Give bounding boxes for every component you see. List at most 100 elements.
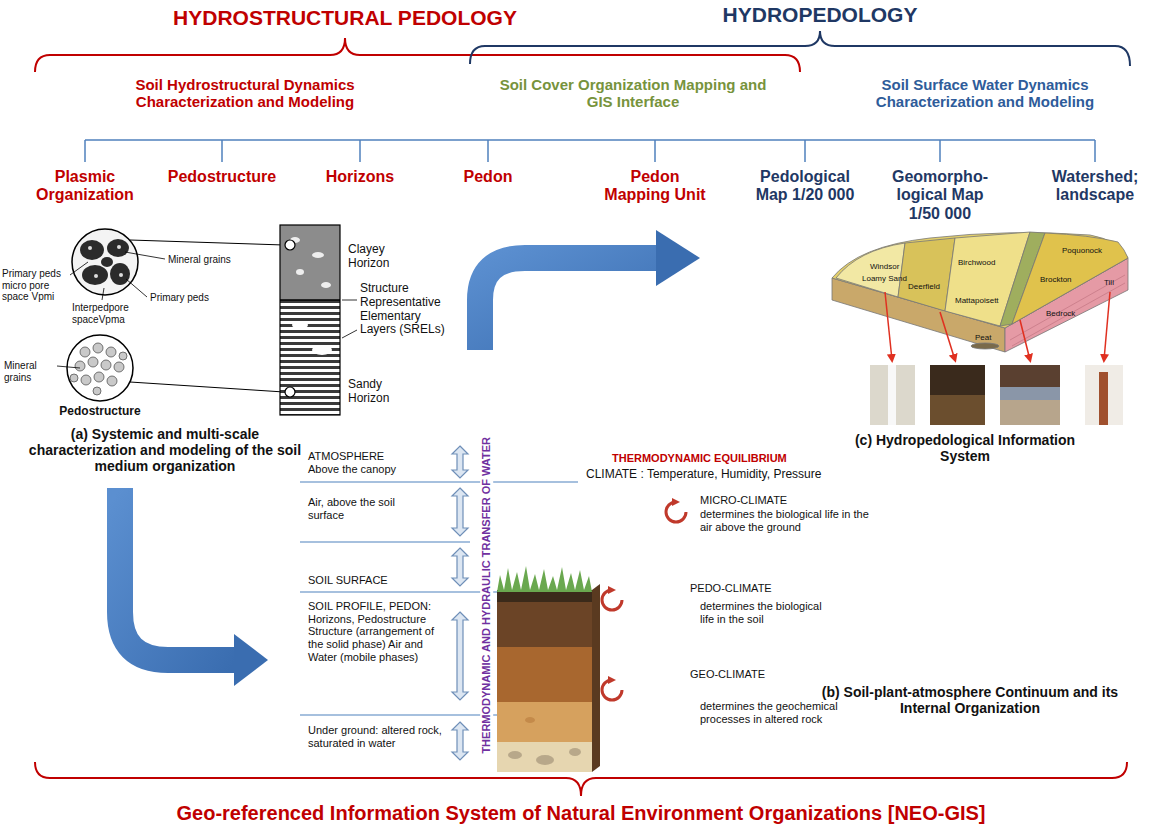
scale-level: Geomorpho- logical Map 1/50 000 (888, 168, 993, 223)
pedostructure-drawing-part-part (93, 387, 101, 395)
map-label: Deerfield (908, 282, 940, 291)
layer-label: ATMOSPHERE Above the canopy (308, 450, 403, 475)
flow-arrow-part (120, 488, 236, 660)
soil-profile-picture-part (592, 584, 600, 772)
pedostructure-drawing-part-part (75, 361, 85, 371)
scale-axis-part (359, 140, 361, 162)
panel-caption: (c) Hydropedological Information System (845, 432, 1085, 464)
leader-lines-part (342, 300, 357, 301)
horizon-column-part (280, 225, 340, 415)
block-diagram-part (971, 343, 999, 349)
part-label: Interpedpore spaceVpma (72, 302, 144, 325)
pedostructure-drawing-part-part (88, 357, 98, 367)
climate-text: CLIMATE : Temperature, Humidity, Pressur… (586, 468, 856, 482)
climate-text: determines the biological life in the so… (700, 600, 830, 625)
soil-profile-picture-part (497, 702, 592, 742)
layer-label: Under ground: altered rock, saturated in… (308, 724, 443, 749)
horizon-column-part (280, 299, 340, 301)
exchange-arrows-part (452, 488, 468, 536)
scale-level: Horizons (310, 168, 410, 186)
brace-red-part (35, 38, 800, 72)
cycle-arrow-part (666, 502, 686, 522)
map-label: Peat (975, 333, 991, 342)
cycle-arrow-part (602, 590, 622, 610)
profile-photo-part (1085, 365, 1123, 425)
panel-caption: (a) Systemic and multi-scale characteriz… (23, 426, 308, 474)
block-diagram-part (836, 243, 905, 297)
section-heading: Soil Surface Water Dynamics Characteriza… (835, 76, 1135, 111)
scale-axis (85, 140, 1095, 162)
pedostructure-drawing-part (107, 239, 129, 257)
layer-lines-part (300, 591, 497, 592)
pedostructure-drawing-part-part (94, 372, 104, 382)
horizon-column-part (280, 225, 340, 300)
layer-lines-part (300, 541, 470, 542)
scale-axis-part (84, 140, 86, 162)
horizon-column-part (312, 345, 332, 355)
scale-axis-part (487, 140, 489, 162)
pedostructure-drawing-part-part (81, 375, 91, 385)
leader-lines-part (342, 330, 357, 338)
pedostructure-drawing-part (72, 229, 138, 295)
pedostructure-drawing (67, 229, 284, 401)
pedostructure-drawing-part-part (114, 362, 124, 372)
soil-profile-picture-part (536, 755, 554, 765)
block-diagram-part (1012, 233, 1128, 324)
horizon-column-part (296, 269, 304, 275)
climate-heading: GEO-CLIMATE (690, 668, 840, 681)
brace-blue-part (470, 31, 1130, 66)
layer-label: SOIL PROFILE, PEDON: Horizons, Pedostruc… (308, 600, 443, 663)
map-label: Loamy Sand (862, 274, 907, 283)
section-heading: Soil Cover Organization Mapping and GIS … (488, 76, 778, 111)
pedostructure-drawing-part-part (93, 343, 103, 353)
horizon-column-part (280, 300, 340, 415)
scale-axis-part (221, 140, 223, 162)
block-diagram (832, 232, 1128, 352)
pedostructure-drawing-part-part (106, 347, 116, 357)
flow-arrow-head-part (656, 230, 700, 286)
horizon-column (280, 225, 340, 415)
scale-axis-part (85, 139, 1095, 141)
scale-axis-part (804, 140, 806, 162)
scale-level: Pedostructure (157, 168, 287, 186)
leader-lines-part (102, 288, 104, 300)
brace-red (35, 38, 800, 72)
soil-profile-picture-part (525, 717, 535, 723)
domain-heading: HYDROSTRUCTURAL PEDOLOGY (115, 6, 575, 30)
leader-lines-part (126, 279, 147, 297)
flow-arrow-head-part (234, 634, 268, 686)
layer-label: SOIL SURFACE (308, 574, 438, 587)
map-label: Poquonock (1062, 246, 1102, 255)
pedostructure-drawing-part (101, 257, 113, 267)
map-to-photo-arrow-part (1020, 320, 1030, 360)
flow-arrow-part (480, 258, 658, 350)
map-label: Till (1104, 278, 1114, 287)
exchange-arrows-part (452, 548, 468, 586)
cycle-arrow-part (602, 680, 622, 700)
part-label: Sandy Horizon (348, 378, 423, 406)
section-heading: Soil Hydrostructural Dynamics Characteri… (85, 76, 405, 111)
part-label: Primary peds micro pore space Vpmi (2, 268, 68, 303)
horizon-column-part (321, 282, 331, 288)
map-to-photo-arrow-part (1104, 292, 1110, 360)
cycle-arrow (602, 502, 686, 700)
profile-photo-part (1000, 365, 1060, 387)
climate-heading: PEDO-CLIMATE (690, 582, 840, 595)
climate-heading: THERMODYNAMIC EQUILIBRIUM (612, 452, 812, 465)
soil-profile-picture (497, 566, 600, 772)
horizon-column-part (292, 321, 308, 329)
pedostructure-drawing-part-part (101, 360, 111, 370)
scale-level: Pedological Map 1/20 000 (753, 168, 858, 205)
figure-caption: Geo-referenced Information System of Nat… (31, 802, 1131, 825)
leader-lines-part (125, 252, 165, 259)
profile-photo-part (870, 365, 915, 425)
profile-photo-part (930, 365, 985, 425)
layer-label: Air, above the soil surface (308, 496, 428, 521)
soil-profile-picture-part (497, 742, 592, 772)
pedostructure-drawing-part (130, 240, 284, 245)
profile-photo-part (1000, 365, 1060, 425)
exchange-arrows (452, 446, 468, 760)
pedostructure-drawing-part (70, 343, 127, 395)
brace-blue (470, 31, 1130, 66)
